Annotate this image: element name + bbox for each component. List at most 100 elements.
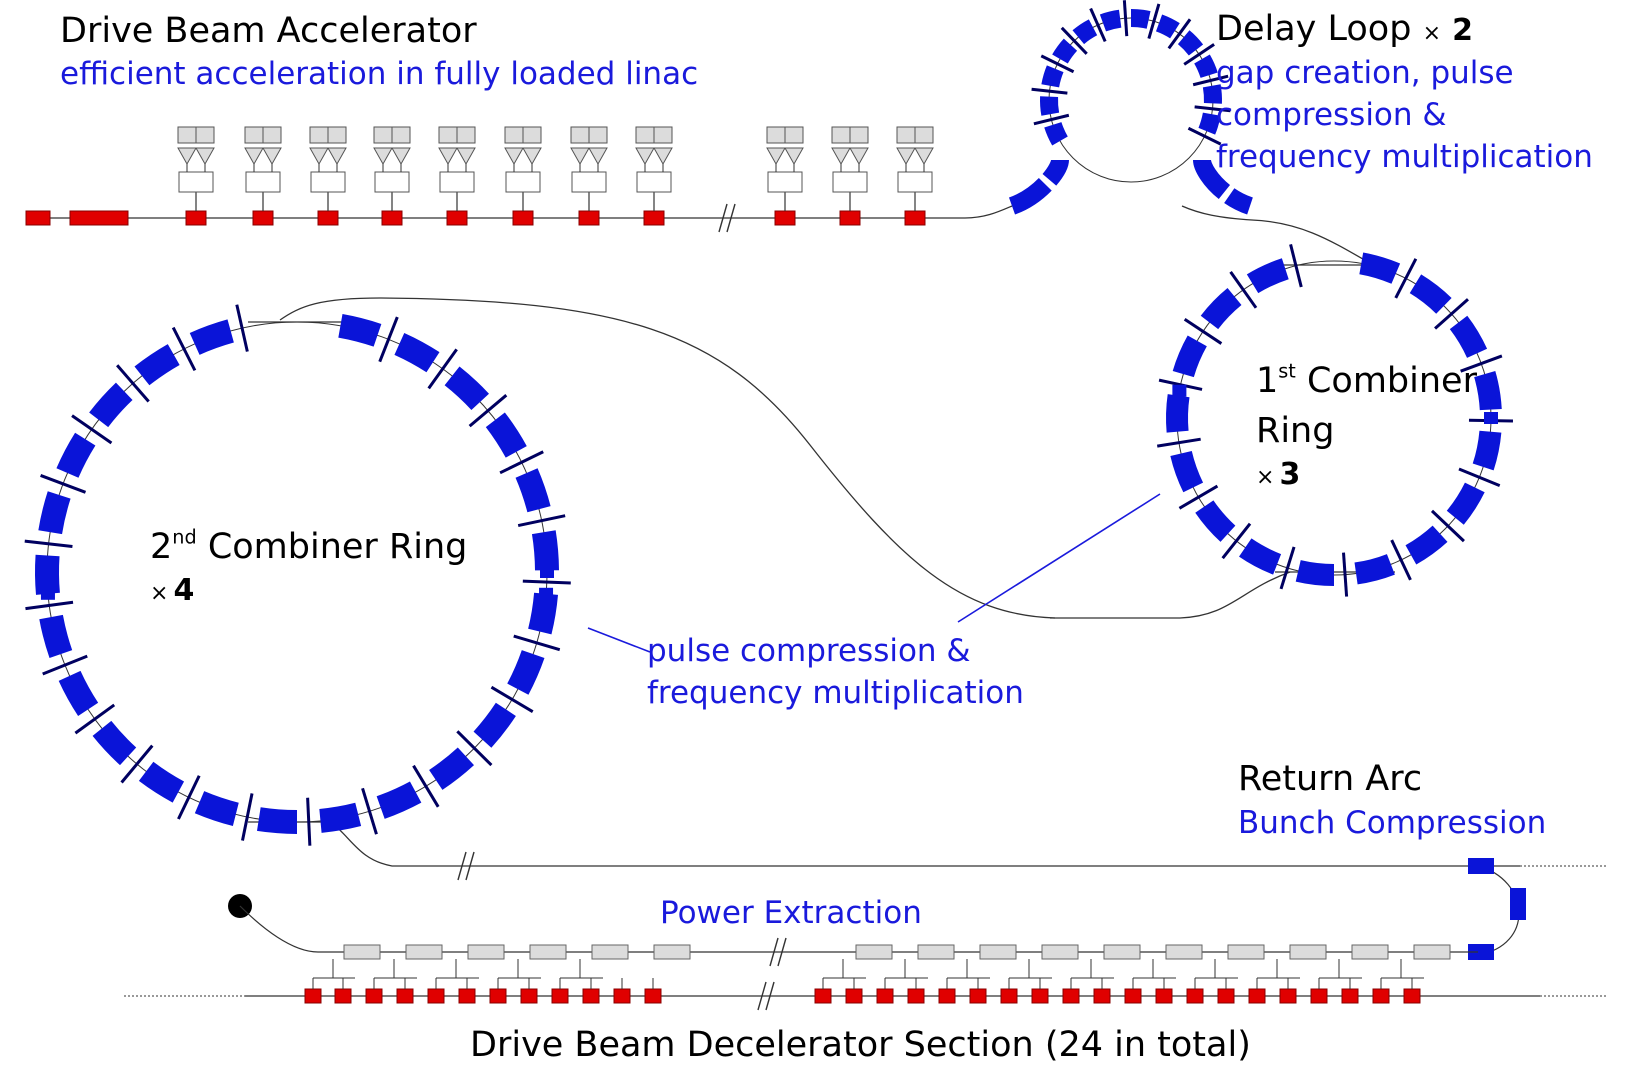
decelerator-lower-break: [765, 981, 775, 1011]
dipole-magnet: [89, 382, 133, 428]
dipole-magnet: [39, 614, 73, 659]
dipole-magnet: [1195, 500, 1236, 542]
quadrupole-marker: [1178, 484, 1219, 510]
dipole-magnet: [1409, 274, 1452, 314]
decelerating-structure: [1279, 988, 1297, 1004]
accelerating-structure: [839, 210, 861, 226]
linac-module: [309, 126, 347, 226]
dipole-magnet: [38, 491, 71, 535]
quadrupole-marker: [1183, 43, 1215, 66]
return-arc-dipole: [1468, 858, 1494, 874]
dipole-magnet: [1052, 38, 1078, 64]
quadrupole-marker: [241, 793, 254, 841]
linac-module: [244, 126, 282, 226]
return-arc-dipole: [1468, 944, 1494, 960]
quadrupole-marker: [427, 348, 458, 390]
delay-loop-entry: [964, 205, 1013, 219]
linac-module: [177, 126, 215, 226]
quadrupole-marker: [40, 474, 87, 494]
dipole-magnet: [138, 761, 185, 803]
quadrupole-marker: [522, 579, 571, 585]
quadrupole-marker: [1156, 437, 1201, 448]
quadrupole-marker: [42, 654, 88, 676]
dipole-magnet: [1040, 96, 1060, 116]
return-arc-subtitle: Bunch Compression: [1238, 805, 1547, 841]
second-combiner-sup: nd: [172, 525, 197, 549]
klystron-triangle: [831, 147, 851, 166]
buncher-block: [69, 210, 129, 226]
second-combiner-num: 2: [150, 527, 173, 567]
dipole-magnet: [376, 781, 422, 819]
delay-loop-left-leg: [1008, 158, 1069, 215]
quadrupole-marker: [1089, 7, 1107, 43]
modulator-box: [456, 126, 476, 144]
modulator-box: [262, 126, 282, 144]
quadrupole-marker: [1147, 3, 1161, 39]
klystron-triangle: [766, 147, 786, 166]
decelerating-structure: [458, 988, 476, 1004]
quadrupole-marker: [1040, 54, 1075, 74]
kicker-block: [40, 587, 55, 600]
klystron-triangle: [391, 147, 411, 166]
pets-unit: [343, 944, 381, 960]
quadrupole-marker: [1183, 318, 1223, 345]
klystron-triangle: [262, 147, 282, 166]
combiner2-pointer: [587, 627, 651, 653]
delay-loop-count: 2: [1452, 13, 1474, 48]
klystron-triangle: [438, 147, 458, 166]
decelerating-structure: [1031, 988, 1049, 1004]
quadrupole-marker: [499, 450, 544, 475]
accelerating-structure: [512, 210, 534, 226]
dipole-magnet: [1194, 54, 1218, 78]
modulator-box: [831, 126, 851, 144]
delay-loop-times: ×: [1422, 21, 1442, 46]
linac-module: [766, 126, 804, 226]
klystron-triangle: [195, 147, 215, 166]
dipole-magnet: [1170, 451, 1204, 493]
delay-loop-right-leg: [1193, 158, 1254, 215]
decelerating-structure: [334, 988, 352, 1004]
pets-unit: [653, 944, 691, 960]
klystron-triangle: [635, 147, 655, 166]
quadrupole-marker: [361, 787, 378, 835]
pets-unit: [467, 944, 505, 960]
ring1-exit-bottom: [1050, 571, 1291, 619]
pets-unit: [1227, 944, 1265, 960]
decelerating-structure: [1403, 988, 1421, 1004]
dipole-magnet: [1072, 19, 1098, 45]
quadrupole-marker: [1342, 552, 1349, 597]
dipole-magnet: [528, 592, 559, 635]
pets-unit: [405, 944, 443, 960]
modulator-box: [653, 126, 673, 144]
rf-combiner-box: [505, 171, 541, 193]
dipole-magnet: [473, 702, 516, 748]
quadrupole-marker: [1122, 0, 1129, 37]
decelerating-structure: [396, 988, 414, 1004]
pets-unit: [1289, 944, 1327, 960]
rf-combiner-box: [767, 171, 803, 193]
klystron-triangle: [914, 147, 934, 166]
delay-loop-label: Delay Loop: [1216, 9, 1412, 49]
pulse-compression-label-1: pulse compression &: [647, 633, 971, 669]
first-combiner-times: ×: [1256, 465, 1275, 490]
pets-unit: [855, 944, 893, 960]
quadrupole-marker: [1430, 509, 1465, 543]
pets-unit: [917, 944, 955, 960]
klystron-triangle: [849, 147, 869, 166]
dipole-magnet: [319, 802, 362, 833]
return-arc-dipole: [1510, 888, 1526, 920]
pets-unit: [979, 944, 1017, 960]
quadrupole-marker: [1229, 271, 1258, 309]
first-combiner-ring: [1156, 243, 1513, 597]
quadrupole-marker: [1192, 74, 1229, 87]
decelerating-structure: [876, 988, 894, 1004]
klystron-triangle: [784, 147, 804, 166]
quadrupole-marker: [1167, 18, 1192, 50]
pets-unit: [591, 944, 629, 960]
first-combiner-multiplier: × 3: [1256, 460, 1300, 490]
dipole-magnet: [58, 670, 99, 716]
dipole-magnet: [515, 468, 551, 513]
quadrupole-marker: [25, 600, 74, 611]
quadrupole-marker: [1194, 105, 1231, 113]
combiner1-pointer: [957, 493, 1161, 623]
